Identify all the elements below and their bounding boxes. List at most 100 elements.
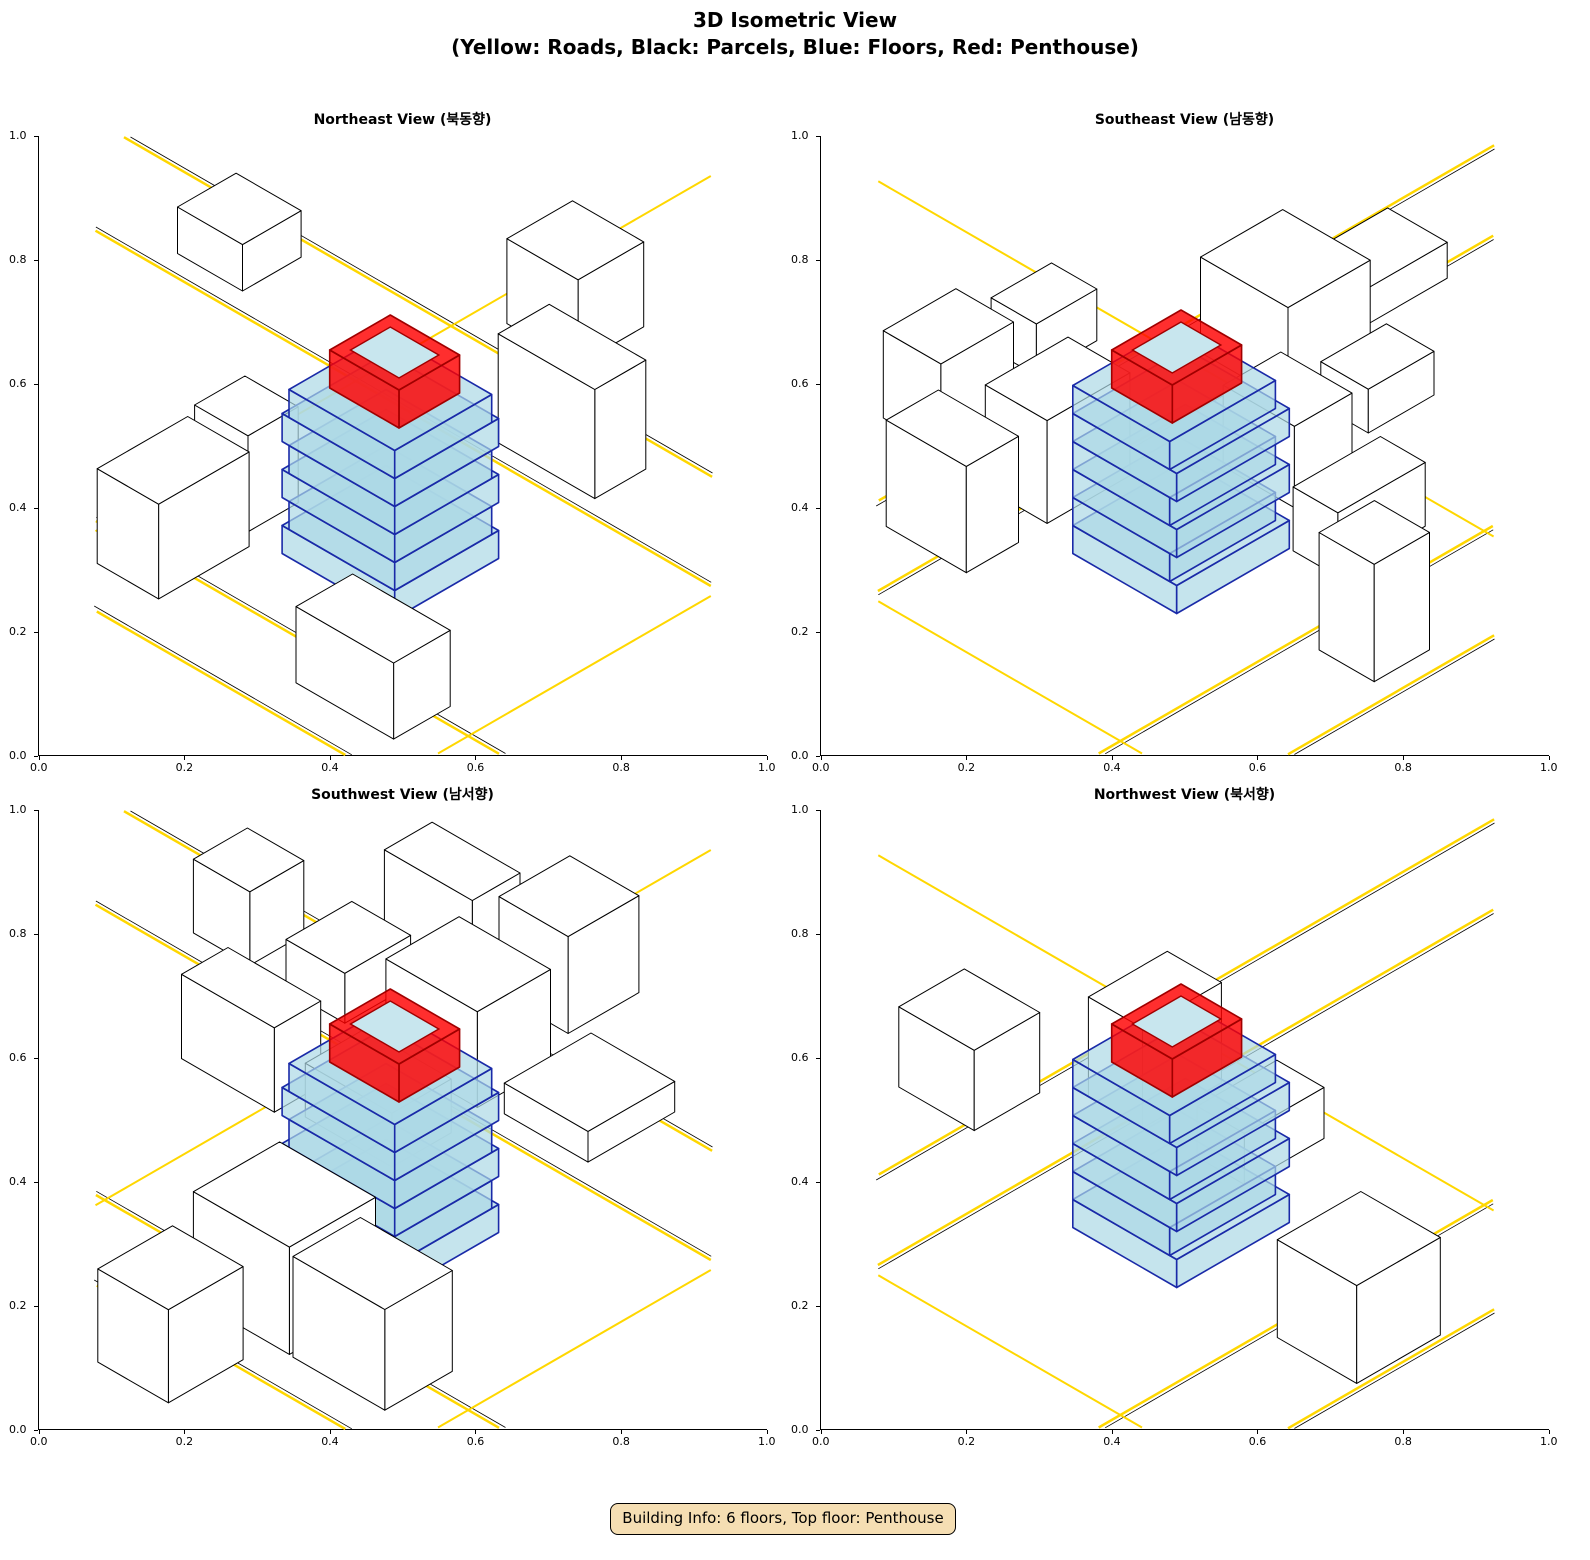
x-tick-mark bbox=[966, 756, 968, 760]
road-line bbox=[1287, 634, 1495, 756]
road-line bbox=[877, 600, 1143, 755]
y-tick-mark bbox=[34, 1057, 38, 1059]
parcel-line bbox=[93, 605, 353, 756]
x-tick-label: 0.6 bbox=[1248, 761, 1267, 774]
y-tick-mark bbox=[816, 755, 820, 757]
figure-title-line1: 3D Isometric View bbox=[692, 8, 898, 32]
y-tick-label: 0.2 bbox=[791, 1299, 809, 1312]
x-tick-mark bbox=[475, 1430, 477, 1434]
x-tick-mark bbox=[38, 756, 40, 760]
y-tick-mark bbox=[34, 507, 38, 509]
y-tick-mark bbox=[816, 135, 820, 137]
parcel-line bbox=[1294, 638, 1495, 755]
y-tick-label: 1.0 bbox=[791, 129, 809, 142]
y-tick-label: 1.0 bbox=[9, 803, 27, 816]
x-tick-label: 1.0 bbox=[1540, 761, 1558, 774]
x-tick-mark bbox=[1402, 1430, 1404, 1434]
y-tick-mark bbox=[34, 933, 38, 935]
x-tick-mark bbox=[329, 756, 331, 760]
y-tick-label: 0.0 bbox=[9, 1423, 27, 1436]
road-line bbox=[877, 1274, 1143, 1429]
penthouse-box bbox=[1110, 983, 1243, 1098]
y-tick-mark bbox=[34, 1305, 38, 1307]
y-tick-mark bbox=[34, 135, 38, 137]
parcel-line bbox=[1294, 1312, 1495, 1429]
y-tick-label: 0.2 bbox=[9, 625, 27, 638]
parcel-building bbox=[295, 573, 451, 740]
x-tick-mark bbox=[1257, 756, 1259, 760]
x-tick-mark bbox=[620, 1430, 622, 1434]
parcel-building bbox=[1276, 1191, 1441, 1384]
x-tick-label: 0.8 bbox=[1394, 761, 1412, 774]
parcel-building bbox=[292, 1217, 453, 1411]
x-tick-label: 0.6 bbox=[466, 761, 485, 774]
road-line bbox=[437, 1269, 712, 1429]
panel-title-northwest: Northwest View (북서향) bbox=[1093, 787, 1276, 803]
y-tick-label: 0.6 bbox=[791, 1051, 809, 1064]
x-tick-mark bbox=[820, 756, 822, 760]
x-tick-label: 0.0 bbox=[30, 1435, 48, 1448]
x-tick-label: 0.8 bbox=[612, 1435, 630, 1448]
penthouse-box bbox=[328, 988, 461, 1103]
parcel-building bbox=[181, 947, 322, 1113]
x-tick-mark bbox=[1111, 1430, 1113, 1434]
x-tick-label: 0.0 bbox=[30, 761, 48, 774]
x-tick-label: 0.6 bbox=[466, 1435, 485, 1448]
y-tick-label: 0.8 bbox=[9, 927, 27, 940]
x-tick-label: 0.6 bbox=[1248, 1435, 1267, 1448]
y-tick-mark bbox=[34, 631, 38, 633]
y-tick-mark bbox=[816, 933, 820, 935]
y-tick-label: 0.4 bbox=[791, 1175, 809, 1188]
y-tick-label: 0.4 bbox=[9, 1175, 27, 1188]
x-tick-mark bbox=[1402, 756, 1404, 760]
parcel-building bbox=[885, 389, 1019, 574]
x-tick-label: 0.0 bbox=[812, 1435, 830, 1448]
road-line bbox=[1287, 1308, 1495, 1430]
y-tick-label: 0.4 bbox=[791, 501, 809, 514]
parcel-building bbox=[497, 303, 647, 500]
parcel-building bbox=[1318, 500, 1430, 683]
x-tick-label: 0.0 bbox=[812, 761, 830, 774]
figure-title-line2: (Yellow: Roads, Black: Parcels, Blue: Fl… bbox=[451, 35, 1139, 59]
y-tick-mark bbox=[34, 383, 38, 385]
x-tick-mark bbox=[329, 1430, 331, 1434]
x-tick-mark bbox=[766, 756, 768, 760]
parcel-building bbox=[96, 416, 250, 600]
y-tick-label: 0.0 bbox=[791, 1423, 809, 1436]
x-tick-label: 0.2 bbox=[957, 761, 976, 774]
y-tick-label: 0.2 bbox=[791, 625, 809, 638]
y-tick-label: 0.2 bbox=[9, 1299, 27, 1312]
road-line bbox=[437, 595, 712, 755]
x-tick-label: 0.2 bbox=[175, 761, 194, 774]
x-tick-mark bbox=[820, 1430, 822, 1434]
x-tick-label: 0.8 bbox=[1394, 1435, 1412, 1448]
x-tick-label: 1.0 bbox=[758, 1435, 776, 1448]
x-tick-label: 0.4 bbox=[321, 1435, 339, 1448]
x-tick-mark bbox=[1257, 1430, 1259, 1434]
penthouse-box bbox=[328, 314, 461, 429]
y-tick-label: 0.0 bbox=[9, 749, 27, 762]
parcel-building bbox=[898, 968, 1041, 1132]
parcel-building bbox=[177, 172, 302, 292]
y-tick-label: 0.4 bbox=[9, 501, 27, 514]
y-tick-mark bbox=[816, 507, 820, 509]
penthouse-box bbox=[1110, 309, 1243, 424]
y-tick-mark bbox=[816, 259, 820, 261]
y-tick-label: 0.6 bbox=[9, 1051, 27, 1064]
y-tick-label: 0.6 bbox=[791, 377, 809, 390]
y-tick-mark bbox=[816, 1429, 820, 1431]
x-tick-mark bbox=[966, 1430, 968, 1434]
parcel-building bbox=[97, 1225, 244, 1404]
x-tick-mark bbox=[475, 756, 477, 760]
y-tick-label: 0.6 bbox=[9, 377, 27, 390]
x-tick-label: 1.0 bbox=[758, 761, 776, 774]
y-tick-label: 0.8 bbox=[791, 927, 809, 940]
y-tick-mark bbox=[816, 1181, 820, 1183]
y-tick-mark bbox=[816, 631, 820, 633]
x-tick-mark bbox=[1548, 1430, 1550, 1434]
y-tick-mark bbox=[34, 809, 38, 811]
